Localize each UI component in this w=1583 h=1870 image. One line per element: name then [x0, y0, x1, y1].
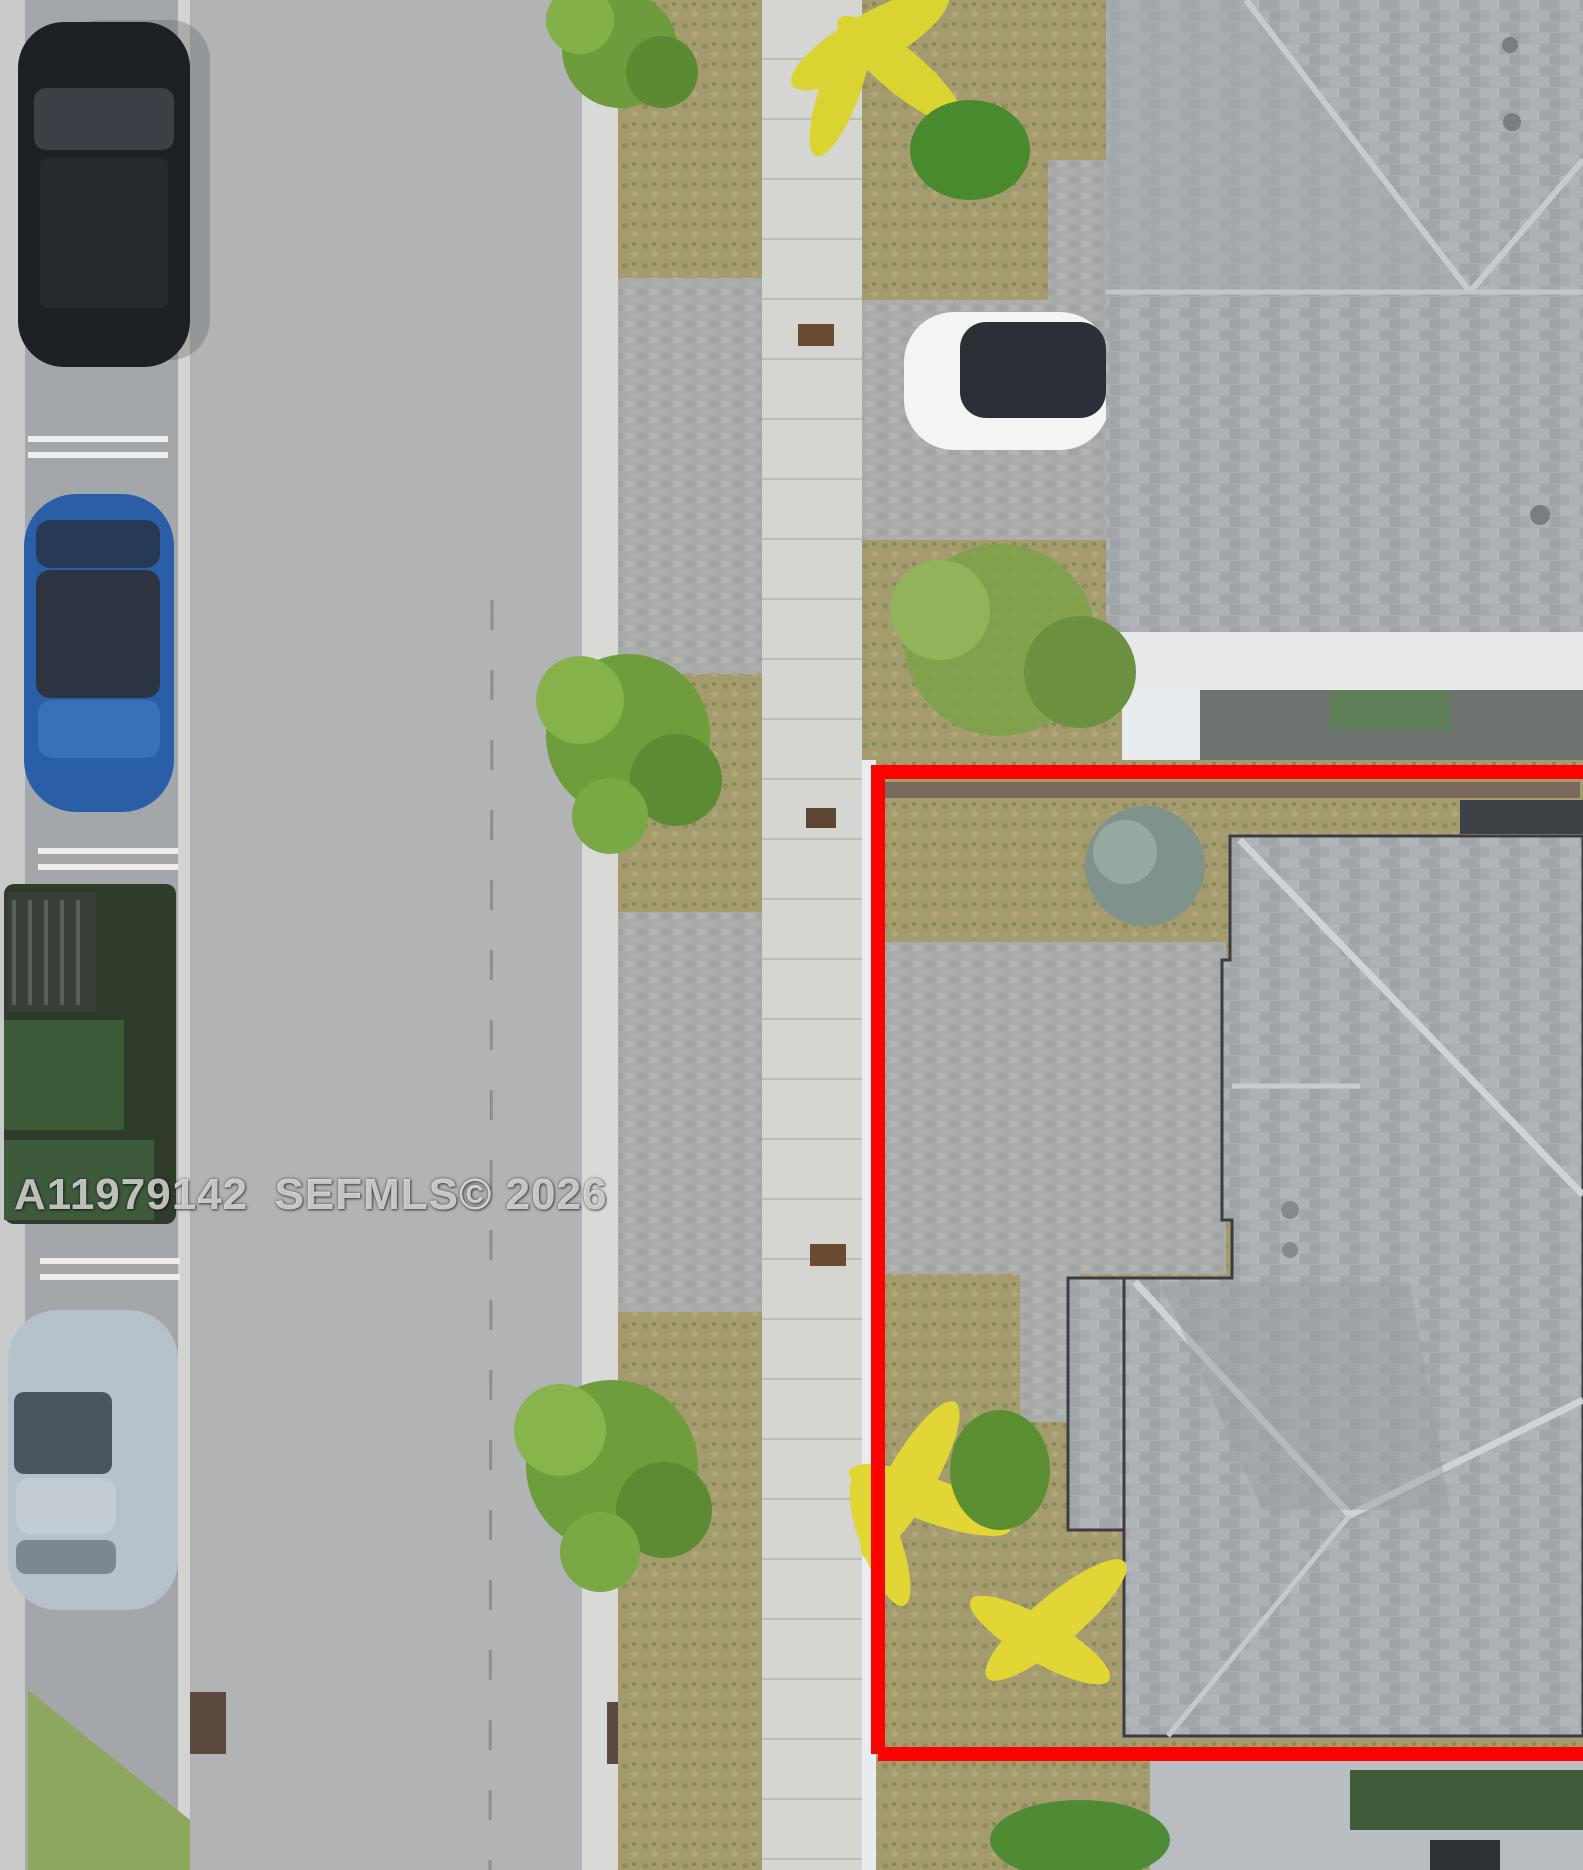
tree [514, 1380, 712, 1592]
tree [536, 654, 722, 854]
watermark: A11979142 SEFMLS© 2026 [14, 1170, 608, 1219]
property-boundary [871, 765, 1583, 1761]
palm [848, 1401, 1127, 1685]
tree [546, 0, 698, 108]
palm [790, 0, 963, 157]
tree [890, 544, 1136, 736]
